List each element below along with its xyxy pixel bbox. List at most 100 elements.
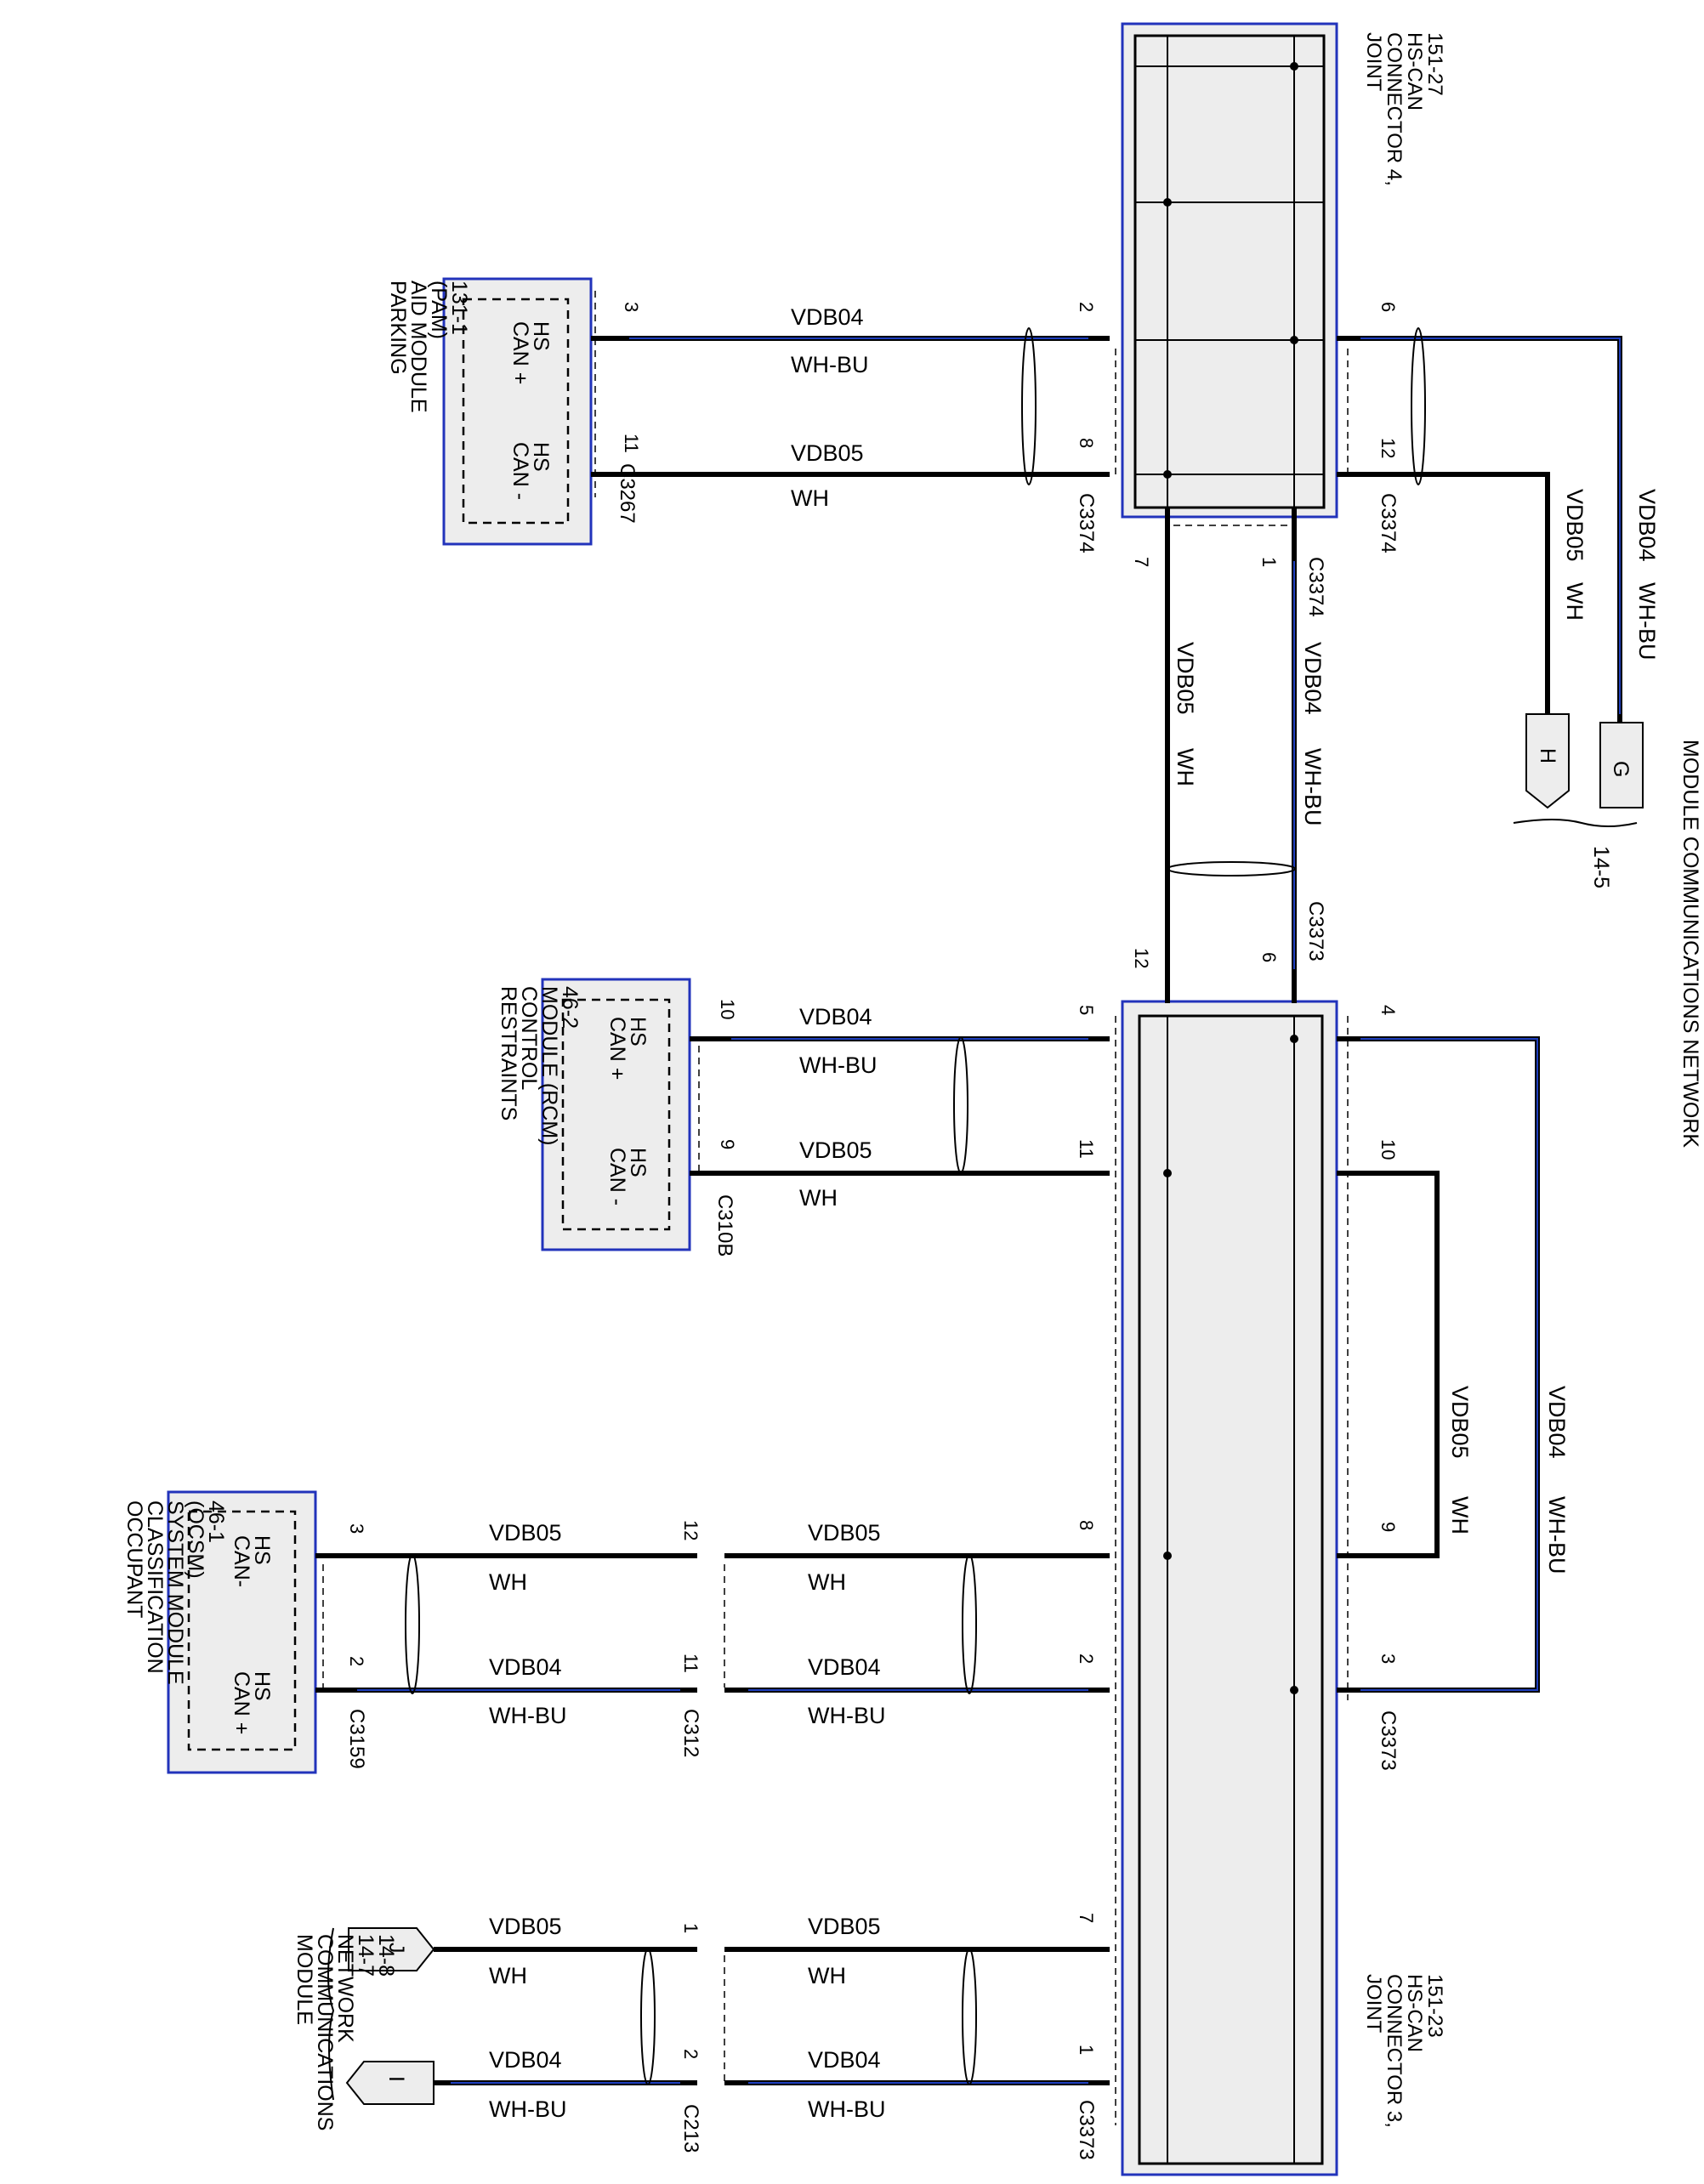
jc4-vdb04-right-color: WH-BU <box>1634 582 1660 660</box>
jc4-right-connector: C3374 <box>1377 493 1400 553</box>
jc3-pin-2: 2 <box>1076 1654 1097 1664</box>
mcn-bottom-label-2: COMMUNICATIONS <box>313 1934 337 2130</box>
c312-vdb04-color: WH-BU <box>808 1703 885 1728</box>
wire-rcm-vdb04: VDB04 WH-BU <box>690 1004 1110 1078</box>
c213-vdb05-label: VDB05 <box>808 1914 881 1939</box>
jc4-left-connector: C3374 <box>1075 493 1098 553</box>
jc3-pin-4: 4 <box>1377 1005 1399 1015</box>
mcn-tag-g: G <box>1609 761 1633 777</box>
jc3-pin-7: 7 <box>1076 1913 1097 1923</box>
mcn-bottom-label-3: NETWORK <box>333 1934 357 2043</box>
i-vdb04-label: VDB04 <box>489 2047 562 2073</box>
pam-vdb05-label: VDB05 <box>791 440 864 466</box>
wire-pam-vdb04: VDB04 WH-BU <box>591 304 1110 377</box>
rcm-pin10-label-1: HS <box>626 1017 650 1047</box>
ocsm-vdb04-color: WH-BU <box>489 1703 566 1728</box>
j-vdb05-label: VDB05 <box>489 1914 562 1939</box>
c213-vdb04-color: WH-BU <box>808 2096 885 2122</box>
c213-connector: C213 <box>679 2104 702 2153</box>
jc3-loop-vdb05-color: WH <box>1447 1496 1473 1534</box>
mcn-tag-j: J <box>384 1943 408 1954</box>
mcn-tag-h: H <box>1536 748 1559 763</box>
jc4-vdb04-right-label: VDB04 <box>1634 489 1660 562</box>
pam-name-1: PARKING <box>386 281 410 375</box>
c213-twist-icon <box>640 1948 656 2085</box>
c213-pin-2: 2 <box>680 2049 701 2059</box>
mcn-bottom-tag-i: I <box>345 2061 435 2105</box>
rcm-vdb04-color: WH-BU <box>799 1052 877 1078</box>
jc4-bottom-vdb04-label: VDB04 <box>1300 642 1326 715</box>
jc4-label-4: 151-27 <box>1423 32 1446 96</box>
i-vdb04-color: WH-BU <box>489 2096 566 2122</box>
wire-c213-vdb05: VDB05 WH <box>724 1914 1110 1988</box>
mcn-top-brace <box>1513 819 1638 827</box>
jc4-pin-8: 8 <box>1076 438 1097 448</box>
ocsm-twist-icon <box>405 1553 420 1694</box>
j-vdb05-color: WH <box>489 1963 527 1988</box>
jc3-pin-10: 10 <box>1377 1139 1399 1160</box>
c3373-pin-6: 6 <box>1258 952 1280 962</box>
pam-pin3-label-2: CAN + <box>508 321 532 384</box>
ocsm-pin3-label-1: HS <box>250 1535 274 1565</box>
jc4-label-3: HS-CAN <box>1403 32 1426 111</box>
wire-c213-vdb04: VDB04 WH-BU <box>724 2047 1110 2122</box>
wire-pam-vdb05: VDB05 WH <box>591 440 1110 511</box>
jc3-label-1: JOINT <box>1362 1974 1385 2034</box>
rcm-pin-9: 9 <box>717 1139 738 1149</box>
jc3-loop-vdb04-label: VDB04 <box>1544 1386 1570 1459</box>
mcn-top-tag-h: H <box>1525 713 1570 809</box>
ocsm-vdb05-label: VDB05 <box>489 1520 562 1546</box>
rcm-name-2: CONTROL <box>517 986 541 1090</box>
pam-name-3: (PAM) <box>427 281 451 339</box>
mcn-bottom-brace <box>327 1927 335 2101</box>
jc4-bottom-connector: C3374 <box>1304 557 1327 617</box>
ocsm-name-4: (OCSM) <box>184 1500 207 1579</box>
jc3-label-4: 151-23 <box>1423 1974 1446 2038</box>
wire-jc3-loop-vdb04: VDB04 WH-BU <box>1337 1036 1570 1693</box>
c3373-pin-12: 12 <box>1131 948 1152 968</box>
rcm-twist-icon <box>953 1036 968 1174</box>
jc4-vdb05-right-label: VDB05 <box>1562 489 1588 562</box>
jc3-pin-11: 11 <box>1076 1139 1097 1159</box>
wire-rcm-vdb05: VDB05 WH <box>690 1137 1110 1211</box>
jc3-right-connector: C3373 <box>1377 1710 1400 1771</box>
jc3-pin-3: 3 <box>1377 1654 1399 1664</box>
rcm-module: RESTRAINTS CONTROL MODULE (RCM) 46-2 HS … <box>497 978 738 1257</box>
c213-vdb05-color: WH <box>808 1963 846 1988</box>
pam-twist-icon <box>1021 327 1037 485</box>
rcm-vdb05-color: WH <box>799 1185 838 1211</box>
pam-pin11-label-2: CAN - <box>508 442 532 500</box>
mcn-top-label: MODULE COMMUNICATIONS NETWORK <box>1678 740 1702 1148</box>
ocsm-vdb04-label: VDB04 <box>489 1654 562 1680</box>
jc3-pin-5: 5 <box>1076 1005 1097 1015</box>
jc4-vdb05-right-color: WH <box>1562 582 1588 621</box>
mcn-top-page: 14-5 <box>1589 846 1613 888</box>
rcm-name-1: RESTRAINTS <box>497 986 520 1120</box>
pam-vdb05-color: WH <box>791 485 829 511</box>
wire-i-vdb04: VDB04 WH-BU <box>434 2047 697 2122</box>
jc3-pin-8: 8 <box>1076 1520 1097 1530</box>
pam-module: PARKING AID MODULE (PAM) 131-1 HS CAN + … <box>386 277 642 546</box>
joint-connector-3: JOINT CONNECTOR 3, HS-CAN 151-23 <box>1121 1000 1446 2176</box>
pam-name-2: AID MODULE <box>406 281 430 413</box>
jc4-pin-12: 12 <box>1377 438 1399 458</box>
mcn-bottom-label-5: 14-8 <box>374 1934 398 1977</box>
c312-vdb05-color: WH <box>808 1569 846 1595</box>
c312-twist-icon <box>962 1553 977 1694</box>
c312-connector: C312 <box>679 1709 702 1757</box>
wire-jc4-vdb04-right: VDB04 WH-BU <box>1337 336 1660 723</box>
jc4-pin-2: 2 <box>1076 302 1097 312</box>
pam-pin-3: 3 <box>621 302 642 312</box>
wire-ocsm-vdb04: VDB04 WH-BU <box>315 1654 697 1728</box>
rcm-connector: C310B <box>713 1194 736 1257</box>
pam-pin11-label-1: HS <box>529 442 553 472</box>
pam-vdb04-label: VDB04 <box>791 304 864 330</box>
jc4-pin-7: 7 <box>1131 557 1152 567</box>
jc3-label-3: HS-CAN <box>1403 1974 1426 2052</box>
jc3-bottom-twist-icon <box>962 1948 977 2085</box>
c3373-inline-connector: C3373 <box>1304 901 1327 962</box>
wire-jc4-bottom-vdb04: VDB04 WH-BU <box>1292 508 1326 1003</box>
wire-c312-vdb04: VDB04 WH-BU <box>724 1654 1110 1728</box>
wire-jc3-loop-vdb05: VDB05 WH <box>1337 1171 1473 1558</box>
